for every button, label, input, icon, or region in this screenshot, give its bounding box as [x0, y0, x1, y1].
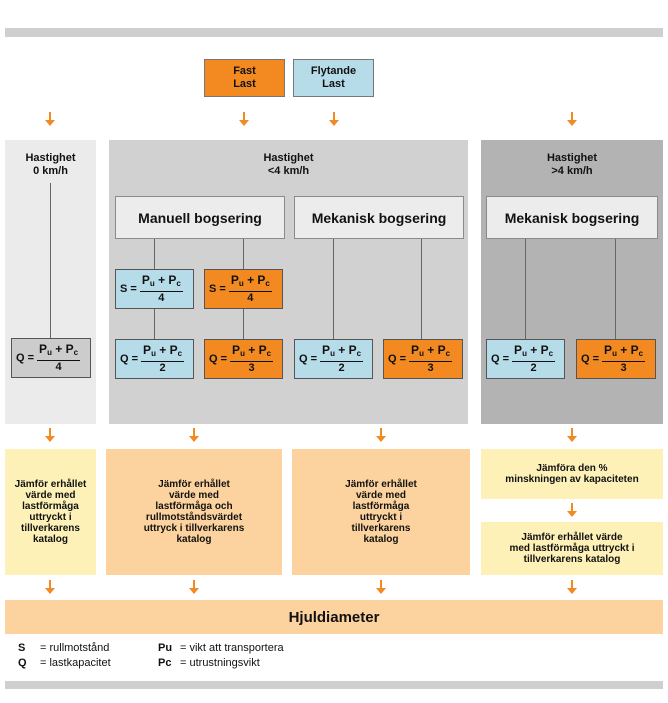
fraction-bar [320, 360, 364, 362]
formula-lhs: S = [120, 283, 137, 295]
fraction-bar [141, 360, 185, 362]
formula-fraction: Pu + Pc 2 [320, 342, 364, 375]
mekanisk-bogsering-lt4-box: Mekanisk bogsering [294, 196, 464, 239]
formula-denominator: 2 [159, 361, 166, 374]
formula-lhs: S = [209, 283, 226, 295]
arrow-down-icon [189, 580, 199, 594]
connector-mek-orange [421, 239, 422, 339]
formula-fraction: Pu + Pc 2 [141, 342, 185, 375]
formula-numerator: Pu + Pc [230, 272, 270, 288]
note-manuell: Jämför erhållet värde med lastförmåga oc… [106, 449, 282, 575]
formula-lhs: Q = [581, 353, 600, 365]
formula-numerator: Pu + Pc [232, 342, 272, 358]
note-gt4-reduction: Jämföra den % minskningen av kapaciteten [481, 449, 663, 499]
legend-item-pc: Pc= utrustningsvikt [158, 657, 260, 669]
connector-man-blue-b [154, 309, 155, 339]
formula-numerator: Pu + Pc [39, 341, 79, 357]
formula-denominator: 3 [427, 361, 434, 374]
formula-q-0kmh: Q = Pu + Pc 4 [11, 338, 91, 378]
legend-right: Pu= vikt att transportera Pc= utrustning… [158, 641, 284, 671]
arrow-down-icon [45, 580, 55, 594]
formula-fraction: Pu + Pc 3 [230, 342, 274, 375]
fraction-bar [228, 290, 272, 292]
formula-q-manuell-orange: Q = Pu + Pc 3 [204, 339, 283, 379]
formula-q-gt4-orange: Q = Pu + Pc 3 [576, 339, 656, 379]
connector-man-blue-a [154, 239, 155, 269]
connector-0kmh [50, 183, 51, 338]
formula-denominator: 4 [158, 291, 165, 304]
arrow-down-icon [45, 428, 55, 442]
fast-last-box: Fast Last [204, 59, 285, 97]
connector-man-orange-a [243, 239, 244, 269]
legend-item-q: Q= lastkapacitet [18, 657, 111, 669]
formula-numerator: Pu + Pc [411, 342, 451, 358]
formula-numerator: Pu + Pc [322, 342, 362, 358]
connector-gt4-blue [525, 239, 526, 339]
formula-q-mekanisk-blue: Q = Pu + Pc 2 [294, 339, 373, 379]
formula-denominator: 2 [338, 361, 345, 374]
arrow-down-icon [567, 428, 577, 442]
connector-man-orange-b [243, 309, 244, 339]
legend-item-pu: Pu= vikt att transportera [158, 642, 284, 654]
legend-item-s: S= rullmotstånd [18, 642, 110, 654]
fraction-bar [409, 360, 453, 362]
formula-numerator: Pu + Pc [604, 342, 644, 358]
speed-lt4-label: Hastighet <4 km/h [263, 152, 314, 177]
formula-lhs: Q = [16, 352, 35, 364]
formula-denominator: 4 [55, 360, 62, 373]
formula-s-manuell-orange: S = Pu + Pc 4 [204, 269, 283, 309]
legend-left: S= rullmotstånd Q= lastkapacitet [18, 641, 111, 671]
formula-numerator: Pu + Pc [143, 342, 183, 358]
formula-lhs: Q = [491, 353, 510, 365]
arrow-down-icon [376, 580, 386, 594]
formula-denominator: 4 [247, 291, 254, 304]
formula-s-manuell-blue: S = Pu + Pc 4 [115, 269, 194, 309]
manuell-bogsering-box: Manuell bogsering [115, 196, 285, 239]
formula-lhs: Q = [120, 353, 139, 365]
formula-lhs: Q = [209, 353, 228, 365]
arrow-down-icon [239, 112, 249, 126]
formula-fraction: Pu + Pc 4 [228, 272, 272, 305]
formula-denominator: 2 [530, 361, 537, 374]
arrow-down-icon [567, 503, 577, 517]
arrow-down-icon [329, 112, 339, 126]
connector-gt4-orange [615, 239, 616, 339]
formula-lhs: Q = [299, 353, 318, 365]
note-gt4-compare: Jämför erhållet värde med lastförmåga ut… [481, 522, 663, 575]
formula-fraction: Pu + Pc 4 [37, 341, 81, 374]
arrow-down-icon [45, 112, 55, 126]
panel-gt4kmh [481, 140, 663, 424]
fraction-bar [139, 290, 183, 292]
arrow-down-icon [567, 112, 577, 126]
fraction-bar [512, 360, 556, 362]
note-0kmh: Jämför erhållet värde med lastförmåga ut… [5, 449, 96, 575]
formula-denominator: 3 [620, 361, 627, 374]
formula-q-mekanisk-orange: Q = Pu + Pc 3 [383, 339, 463, 379]
formula-denominator: 3 [248, 361, 255, 374]
mekanisk-bogsering-gt4-box: Mekanisk bogsering [486, 196, 658, 239]
arrow-down-icon [567, 580, 577, 594]
fraction-bar [37, 359, 81, 361]
speed-gt4-label: Hastighet >4 km/h [546, 152, 598, 177]
flytande-last-box: Flytande Last [293, 59, 374, 97]
connector-mek-blue [333, 239, 334, 339]
formula-fraction: Pu + Pc 2 [512, 342, 556, 375]
formula-fraction: Pu + Pc 4 [139, 272, 183, 305]
arrow-down-icon [189, 428, 199, 442]
fraction-bar [602, 360, 646, 362]
formula-fraction: Pu + Pc 3 [409, 342, 453, 375]
formula-numerator: Pu + Pc [141, 272, 181, 288]
fraction-bar [230, 360, 274, 362]
bottom-rule [5, 681, 663, 689]
top-rule [5, 28, 663, 37]
hjuldiameter-result: Hjuldiameter [5, 600, 663, 634]
note-mekanisk: Jämför erhållet värde med lastförmåga ut… [292, 449, 470, 575]
speed-0-label: Hastighet 0 km/h [25, 152, 76, 177]
formula-fraction: Pu + Pc 3 [602, 342, 646, 375]
formula-q-manuell-blue: Q = Pu + Pc 2 [115, 339, 194, 379]
formula-numerator: Pu + Pc [514, 342, 554, 358]
arrow-down-icon [376, 428, 386, 442]
formula-q-gt4-blue: Q = Pu + Pc 2 [486, 339, 565, 379]
formula-lhs: Q = [388, 353, 407, 365]
